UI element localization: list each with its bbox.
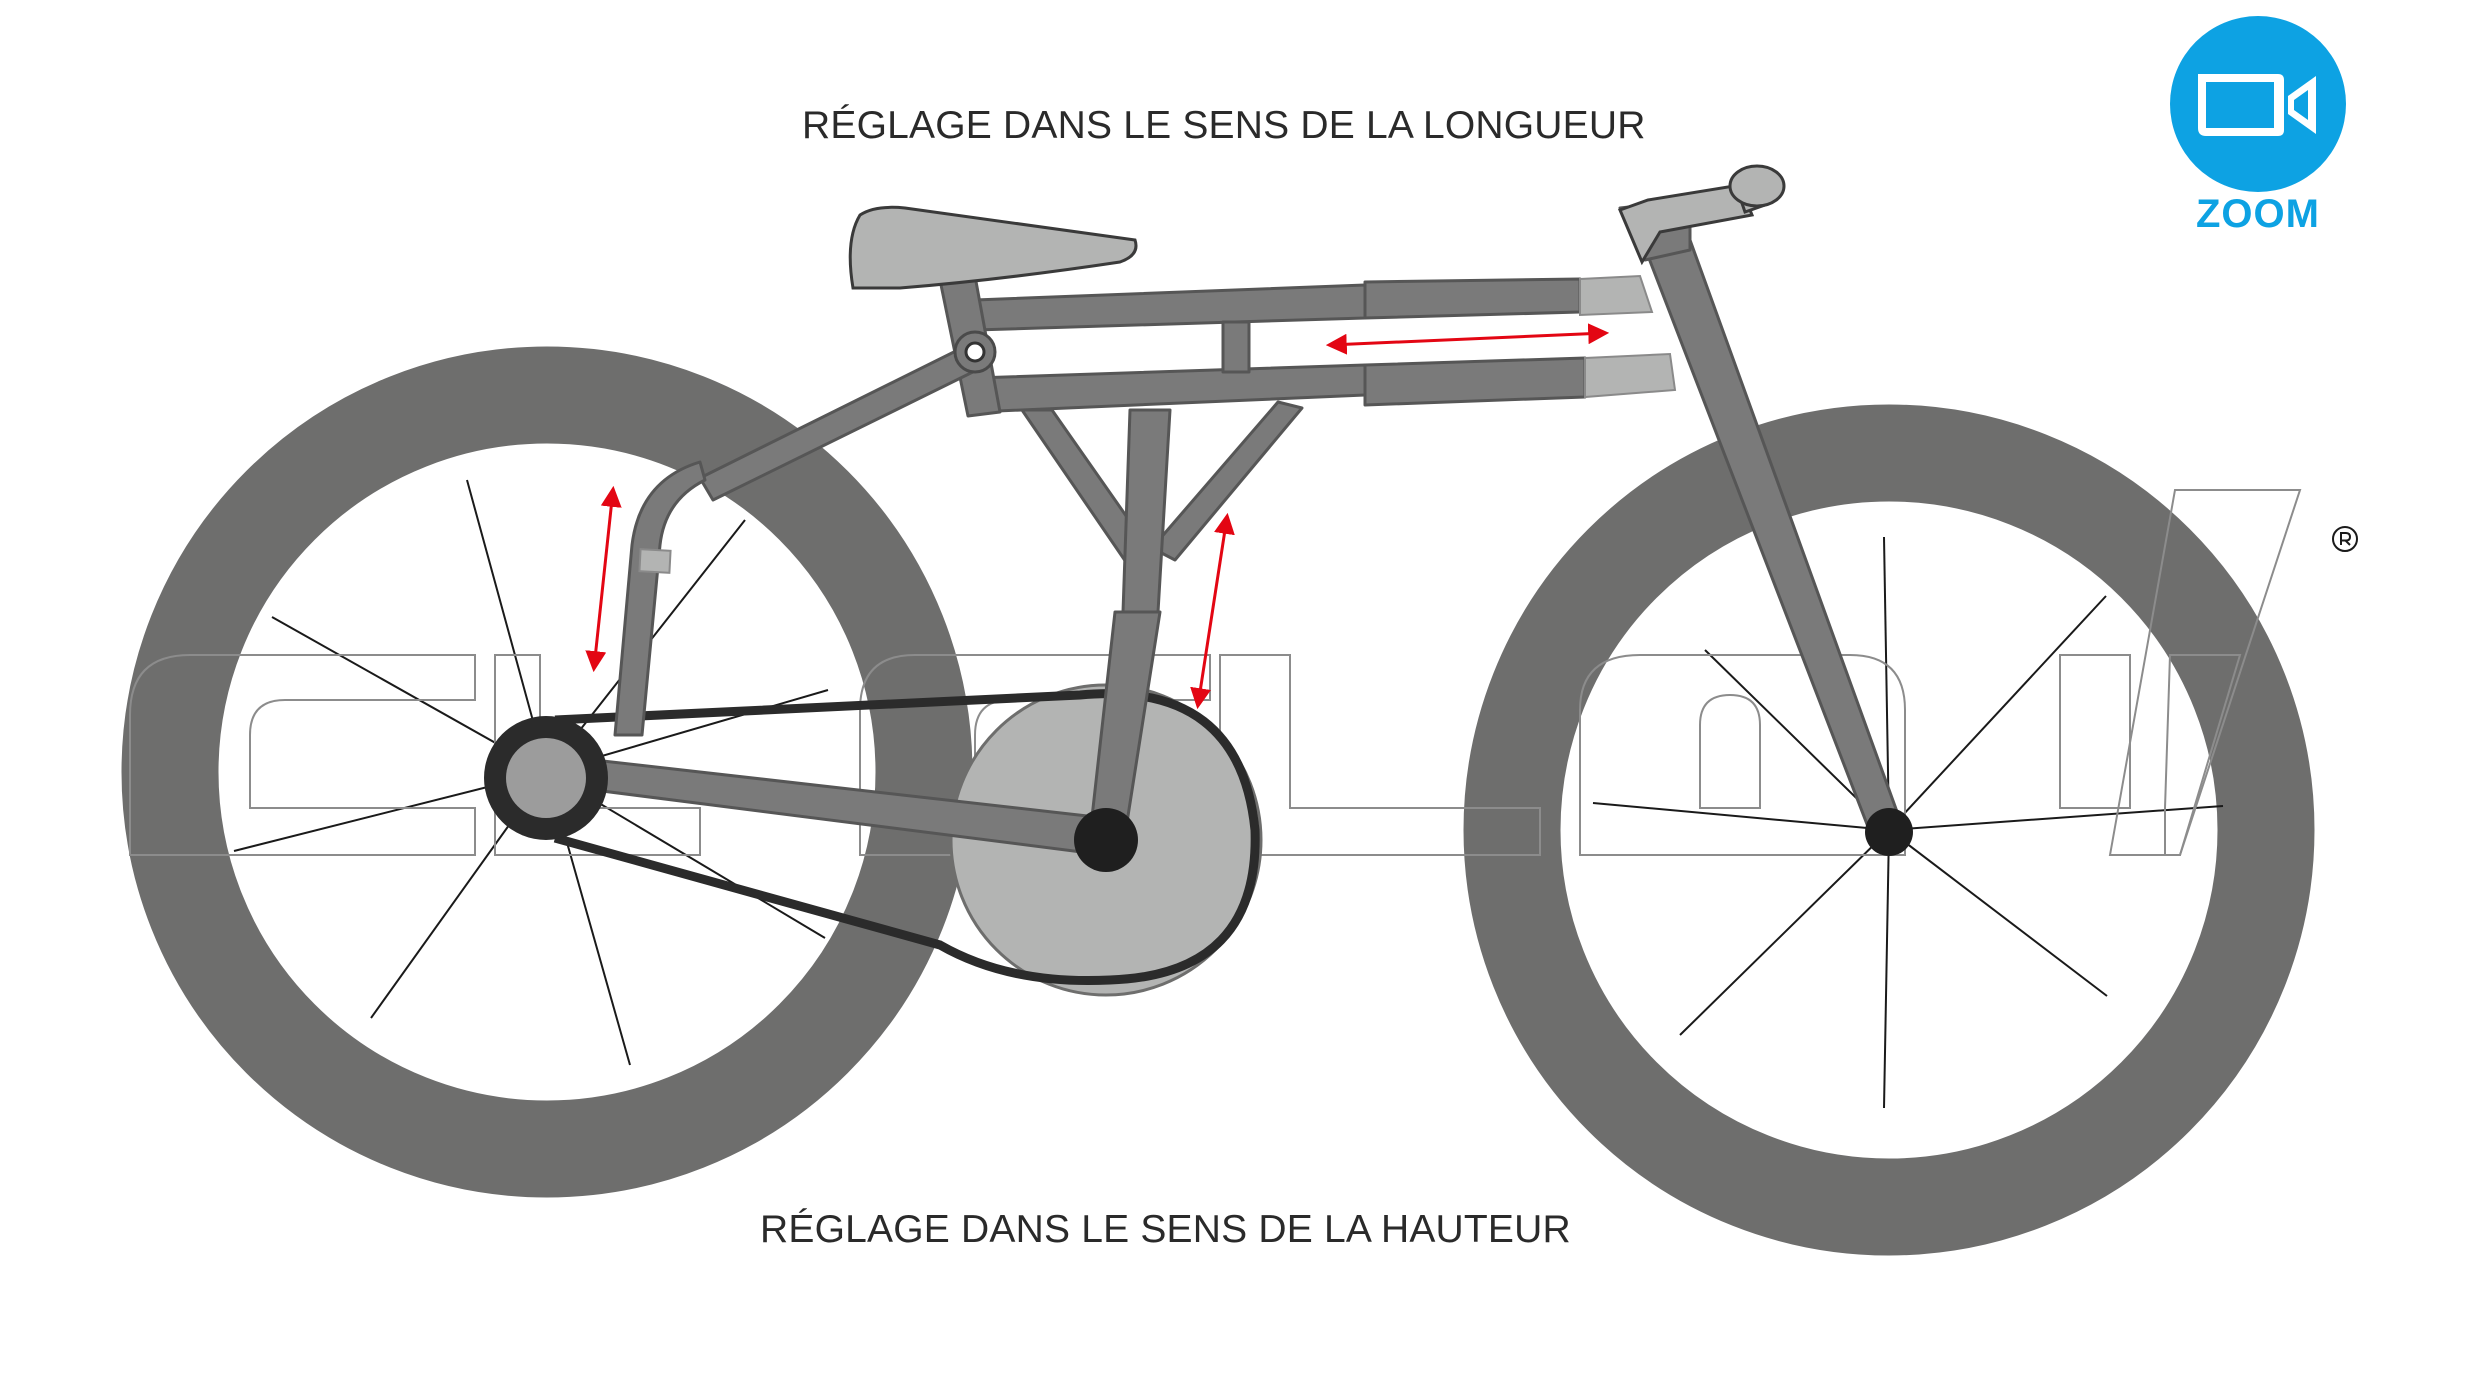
light-collars [638,274,1677,574]
video-camera-icon [2170,16,2346,192]
adjustment-arrows [585,323,1610,710]
zoom-label: ZOOM [2196,192,2320,236]
zoom-button[interactable]: ZOOM [2166,16,2350,236]
length-adjustment-caption: RÉGLAGE DANS LE SENS DE LA LONGUEUR [802,104,1646,147]
front-wheel [1463,404,2315,1256]
front-hub [1865,808,1913,856]
chain [553,689,1260,986]
center-height-adjustment-arrow [1190,512,1235,710]
rear-hub [484,716,608,840]
saddle [848,205,1138,290]
registered-trademark-icon [2332,526,2358,552]
rear-height-adjustment-arrow [585,485,622,673]
handlebar [1617,164,1786,266]
bottom-bracket [1074,808,1138,872]
length-adjustment-arrow [1325,323,1610,355]
height-adjustment-caption: RÉGLAGE DANS LE SENS DE LA HAUTEUR [760,1208,1571,1251]
seat-pivot [953,330,997,374]
